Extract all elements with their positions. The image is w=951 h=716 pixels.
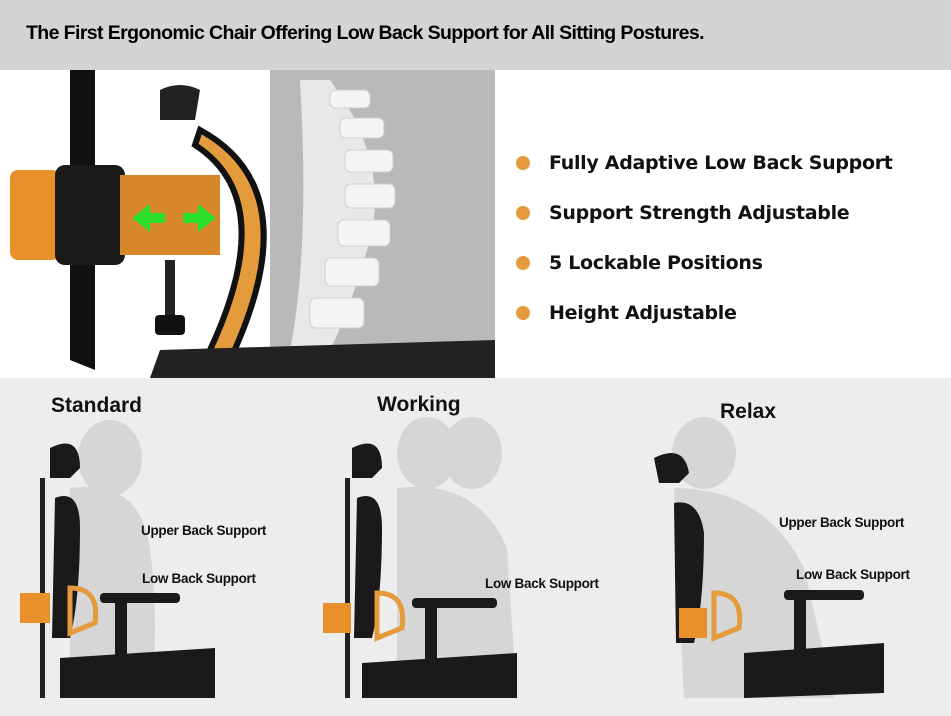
- chair-relax-illustration: [654, 417, 884, 698]
- low-back-label: Low Back Support: [142, 571, 256, 586]
- posture-section: Standard Upper Back Support Low Back Sup…: [0, 378, 951, 716]
- posture-relax: Relax Upper Back Support Low Back Suppor…: [634, 378, 951, 716]
- bullet-icon: [516, 306, 530, 320]
- upper-back-label: Upper Back Support: [141, 523, 267, 538]
- posture-title: Working: [377, 393, 461, 416]
- page-title: The First Ergonomic Chair Offering Low B…: [26, 22, 704, 44]
- upper-back-label: Upper Back Support: [779, 515, 905, 530]
- posture-title: Standard: [51, 394, 143, 417]
- posture-standard: Standard Upper Back Support Low Back Sup…: [0, 378, 317, 716]
- low-back-label: Low Back Support: [485, 576, 599, 591]
- bullet-icon: [516, 156, 530, 170]
- lumbar-closeup-illustration: [10, 70, 495, 378]
- adjust-arrows-icon: [132, 204, 216, 232]
- feature-item: Support Strength Adjustable: [516, 188, 893, 238]
- feature-item: Fully Adaptive Low Back Support: [516, 138, 893, 188]
- chair-standard-illustration: [20, 420, 215, 698]
- low-back-label: Low Back Support: [796, 567, 910, 582]
- feature-list: Fully Adaptive Low Back Support Support …: [516, 138, 893, 338]
- bullet-icon: [516, 206, 530, 220]
- feature-item: Height Adjustable: [516, 288, 893, 338]
- bullet-icon: [516, 256, 530, 270]
- feature-item: 5 Lockable Positions: [516, 238, 893, 288]
- chair-working-illustration: [323, 417, 517, 698]
- posture-working: Working Low Back Support: [317, 378, 634, 716]
- posture-title: Relax: [720, 400, 777, 423]
- header-banner: The First Ergonomic Chair Offering Low B…: [0, 0, 951, 70]
- lumbar-support-closeup: [0, 70, 495, 378]
